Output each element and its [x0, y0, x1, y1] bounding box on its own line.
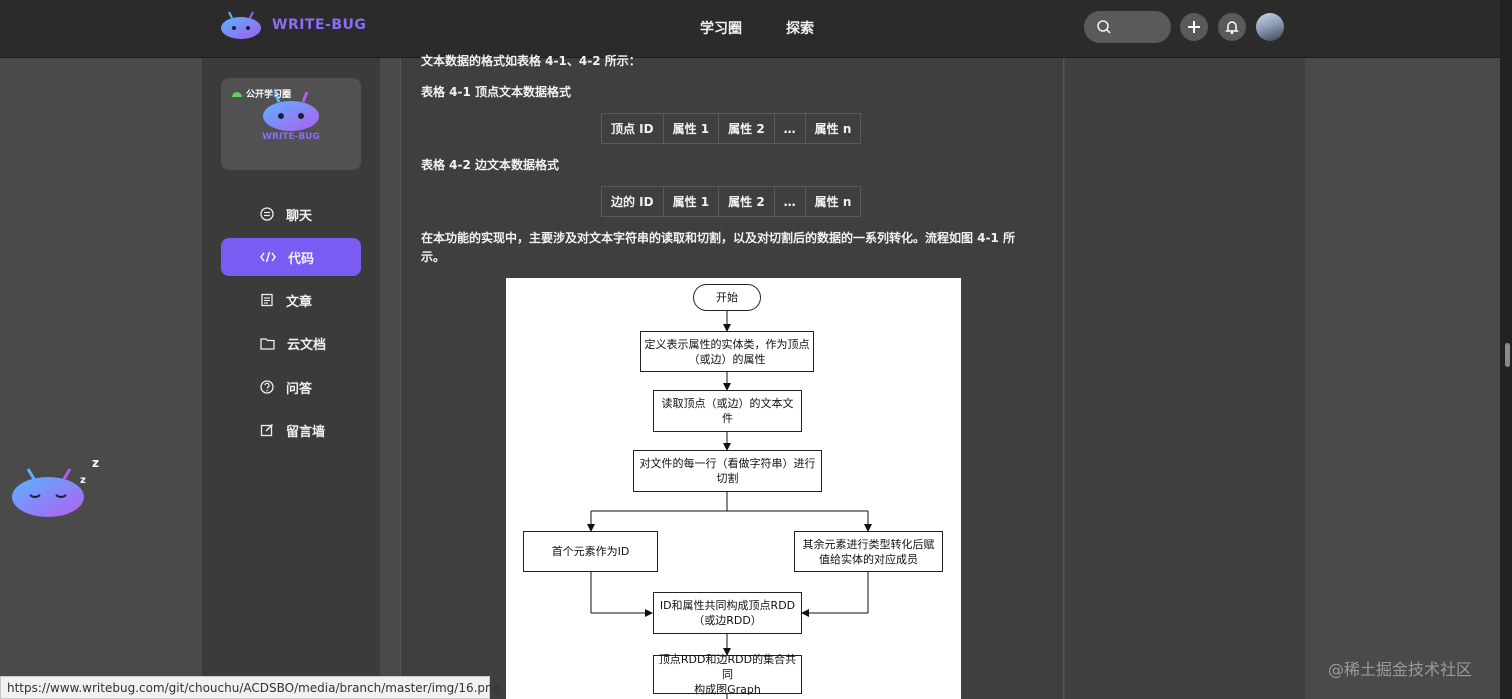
flow-step-build-rdd: ID和属性共同构成顶点RDD （或边RDD） — [653, 592, 802, 634]
sidebar-item-code[interactable]: 代码 — [221, 238, 361, 276]
mascot-logo-icon — [221, 11, 261, 39]
table-cell: 属性 1 — [662, 113, 720, 144]
body-paragraph-line1: 在本功能的实现中，主要涉及对文本字符串的读取和切割，以及对切割后的数据的一系列转… — [421, 231, 1016, 245]
sidebar-item-article[interactable]: 文章 — [221, 281, 361, 319]
search-input[interactable] — [1084, 11, 1171, 43]
circle-wordmark: WRITE-BUG — [262, 132, 320, 142]
table-cell: 边的 ID — [601, 186, 664, 217]
android-icon — [232, 92, 242, 97]
flowchart-connectors — [587, 311, 872, 699]
flow-step-define-entity: 定义表示属性的实体类，作为顶点 （或边）的属性 — [640, 331, 814, 372]
flowchart-figure: 开始 定义表示属性的实体类，作为顶点 （或边）的属性 读取顶点（或边）的文本文 … — [506, 278, 961, 699]
article-icon — [261, 293, 273, 307]
edge-format-table: 边的 ID 属性 1 属性 2 … 属性 n — [601, 186, 862, 217]
flow-step-first-element-id: 首个元素作为ID — [523, 531, 658, 572]
notifications-button[interactable] — [1218, 13, 1246, 41]
watermark: @稀土掘金技术社区 — [1328, 660, 1473, 679]
svg-text:z: z — [92, 456, 99, 470]
nav-learning-circle[interactable]: 学习圈 — [700, 21, 742, 37]
nav-explore[interactable]: 探索 — [786, 21, 814, 37]
flow-start-node: 开始 — [693, 284, 761, 311]
question-icon — [260, 380, 274, 394]
table-cell: … — [773, 186, 806, 217]
table-cell: 属性 n — [804, 186, 862, 217]
table2-caption: 表格 4-2 边文本数据格式 — [421, 158, 560, 172]
sleeping-mascot-icon: z z — [12, 456, 99, 517]
circle-mascot-icon — [263, 91, 319, 131]
public-circle-badge: 公开学习圈 — [231, 87, 291, 100]
flow-step-read-file: 读取顶点（或边）的文本文 件 — [653, 390, 802, 432]
plus-icon — [1188, 21, 1200, 33]
chat-icon — [260, 207, 274, 221]
scrollbar-thumb[interactable] — [1505, 343, 1510, 367]
link-status-bar: https://www.writebug.com/git/chouchu/ACD… — [0, 676, 500, 699]
sidebar-item-cloud-docs[interactable]: 云文档 — [221, 324, 361, 362]
table-cell: … — [773, 113, 806, 144]
table-cell: 属性 2 — [718, 186, 775, 217]
search-icon — [1097, 20, 1111, 34]
flow-step-split-lines: 对文件的每一行（看做字符串）进行 切割 — [633, 450, 822, 492]
svg-text:z: z — [80, 475, 86, 486]
table-cell: 属性 1 — [662, 186, 720, 217]
table-cell: 属性 2 — [718, 113, 775, 144]
table1-caption: 表格 4-1 顶点文本数据格式 — [421, 85, 572, 99]
top-navigation-bar: WRITE-BUG 学习圈 探索 — [0, 0, 1512, 58]
vertex-format-table: 顶点 ID 属性 1 属性 2 … 属性 n — [601, 113, 862, 144]
flow-step-convert-remaining: 其余元素进行类型转化后赋 值给实体的对应成员 — [794, 531, 943, 572]
logo-wordmark: WRITE-BUG — [272, 17, 367, 33]
table-cell: 属性 n — [804, 113, 862, 144]
body-paragraph-line2: 示。 — [421, 250, 446, 264]
table-cell: 顶点 ID — [601, 113, 664, 144]
user-avatar[interactable] — [1256, 13, 1284, 41]
code-icon — [260, 251, 276, 263]
edit-icon — [260, 423, 274, 437]
sidebar-item-message-wall[interactable]: 留言墙 — [221, 411, 361, 449]
create-button[interactable] — [1180, 13, 1208, 41]
right-sidebar — [1065, 58, 1305, 699]
intro-paragraph: 文本数据的格式如表格 4-1、4-2 所示： — [421, 54, 641, 68]
folder-icon — [260, 337, 275, 350]
learning-circle-card[interactable]: 公开学习圈 WRITE-BUG — [221, 78, 361, 170]
floating-assistant-mascot[interactable]: z z — [8, 455, 108, 529]
site-logo[interactable]: WRITE-BUG — [220, 10, 366, 40]
sidebar-item-chat[interactable]: 聊天 — [221, 195, 361, 233]
article-content: 文本数据的格式如表格 4-1、4-2 所示： 表格 4-1 顶点文本数据格式 顶… — [400, 54, 1064, 699]
flow-step-build-graph: 顶点RDD和边RDD的集合共同 构成图Graph — [653, 653, 802, 696]
bell-icon — [1225, 21, 1239, 35]
sidebar-item-qa[interactable]: 问答 — [221, 368, 361, 406]
